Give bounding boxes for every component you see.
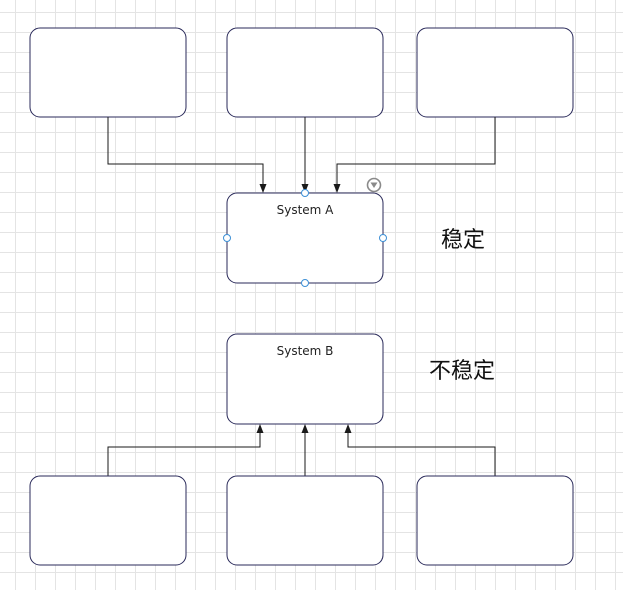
arrowhead: [301, 184, 309, 193]
system-a-selection-handles[interactable]: [223, 189, 387, 287]
lower-source-box-2[interactable]: [226, 475, 384, 566]
upper-source-box-2[interactable]: [226, 27, 384, 118]
arrowhead: [333, 184, 341, 193]
stable-label: 稳定: [441, 228, 485, 253]
selection-handle-icon[interactable]: [379, 234, 387, 242]
arrowhead: [256, 424, 264, 433]
connector-upper-2[interactable]: [301, 117, 309, 193]
lower-source-box-3[interactable]: [416, 475, 574, 566]
connector-lower-2[interactable]: [301, 424, 309, 476]
upper-source-box-3[interactable]: [416, 27, 574, 118]
arrowhead: [301, 424, 309, 433]
unstable-label: 不稳定: [429, 359, 495, 384]
upper-source-box-1[interactable]: [29, 27, 187, 118]
arrowhead: [259, 184, 267, 193]
lower-source-box-1[interactable]: [29, 475, 187, 566]
connector-upper-3[interactable]: [333, 117, 496, 193]
selection-handle-icon[interactable]: [223, 234, 231, 242]
connector-upper-1[interactable]: [107, 117, 267, 193]
connector-lower-3[interactable]: [344, 424, 496, 476]
selection-handle-icon[interactable]: [301, 279, 309, 287]
system-b-title: System B: [277, 344, 334, 358]
dropdown-icon[interactable]: [366, 177, 382, 193]
system-a-title: System A: [277, 203, 335, 217]
arrowhead: [344, 424, 352, 433]
selection-handle-icon[interactable]: [301, 189, 309, 197]
connector-lower-1[interactable]: [107, 424, 264, 476]
